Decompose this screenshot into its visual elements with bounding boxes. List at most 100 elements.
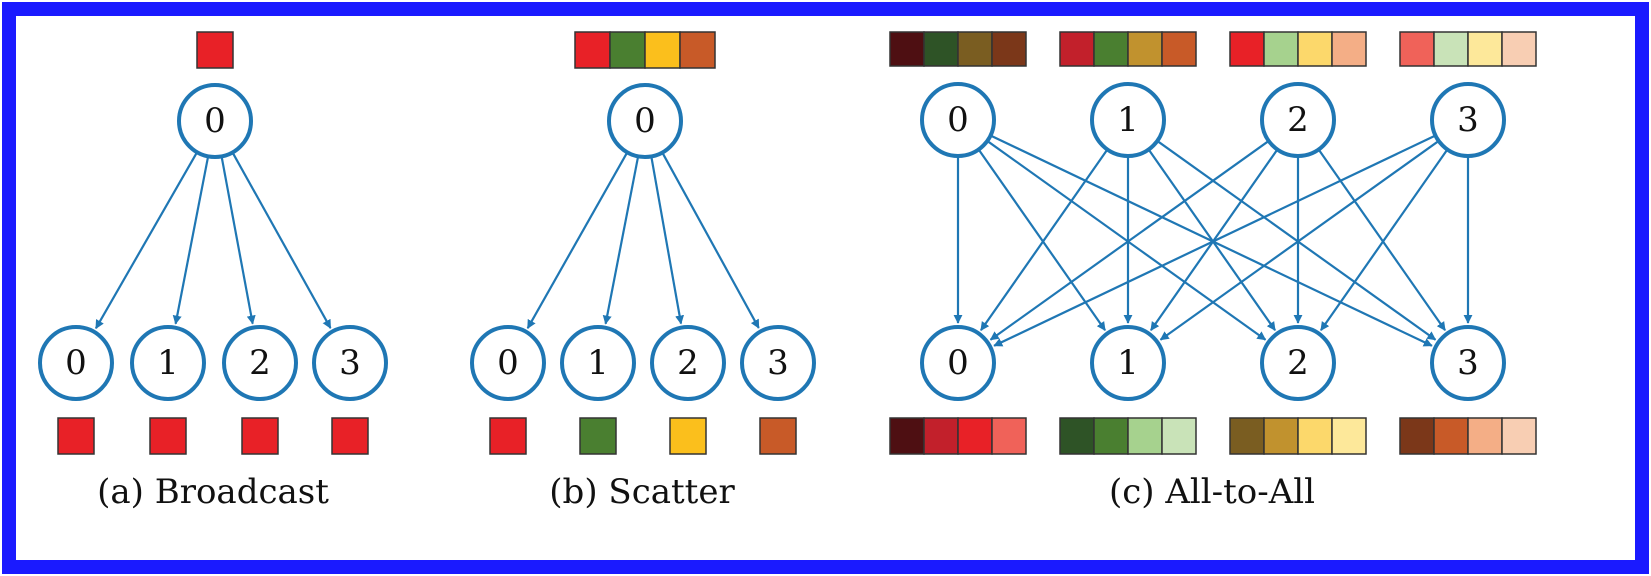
broadcast-source-node: 0 (177, 83, 253, 159)
alltoall-dest-node-1: 1 (1090, 325, 1166, 401)
scatter-caption: (b) Scatter (549, 472, 735, 512)
node-label: 2 (1287, 343, 1309, 383)
data-block (1399, 31, 1435, 67)
alltoall-dest-node-0: 0 (920, 325, 996, 401)
node-circle (222, 325, 298, 401)
broadcast-arrow-2 (220, 156, 256, 325)
node-label: 0 (947, 343, 969, 383)
data-block (1093, 31, 1129, 67)
broadcast-arrow-3 (231, 151, 332, 329)
data-block (579, 417, 617, 455)
data-block (1433, 31, 1469, 67)
alltoall-arrow-3-1 (1159, 140, 1440, 341)
data-block (1331, 417, 1367, 455)
node-circle (130, 325, 206, 401)
data-block (1059, 417, 1095, 455)
data-block (1467, 31, 1503, 67)
alltoall-source-node-3: 3 (1430, 82, 1506, 158)
node-circle (1090, 82, 1166, 158)
node-circle (1260, 82, 1336, 158)
node-circle (1430, 82, 1506, 158)
node-label: 1 (587, 343, 609, 383)
node-label: 3 (767, 343, 789, 383)
broadcast-source-buffer (196, 31, 234, 69)
broadcast-caption: (a) Broadcast (97, 472, 329, 512)
alltoall-panel: 0 1 2 3 0 1 2 3 (c) All-t (889, 31, 1537, 512)
data-block (957, 31, 993, 67)
node-label: 0 (947, 100, 969, 140)
broadcast-dest-node-2: 2 (222, 325, 298, 401)
data-block (1433, 417, 1469, 455)
data-block (1399, 417, 1435, 455)
node-label: 0 (634, 101, 656, 141)
data-block (1467, 417, 1503, 455)
scatter-arrow-1 (602, 156, 640, 325)
data-block (1127, 31, 1163, 67)
data-block (574, 31, 611, 69)
alltoall-dest-buffers (889, 417, 1537, 455)
node-label: 0 (497, 343, 519, 383)
data-block (759, 417, 797, 455)
alltoall-dest-node-2: 2 (1260, 325, 1336, 401)
data-block (241, 417, 279, 455)
alltoall-source-node-0: 0 (920, 82, 996, 158)
alltoall-arrow-2-0 (989, 140, 1270, 341)
node-label: 1 (1117, 100, 1139, 140)
alltoall-arrow-0-2 (986, 140, 1267, 341)
alltoall-arrow-1-2 (1147, 148, 1276, 331)
node-circle (1430, 325, 1506, 401)
alltoall-edges (953, 134, 1473, 347)
broadcast-arrow-0 (94, 151, 199, 330)
alltoall-arrow-1-3 (1156, 140, 1437, 341)
node-circle (650, 325, 726, 401)
data-block (669, 417, 707, 455)
data-block (1501, 417, 1537, 455)
alltoall-source-buffers (889, 31, 1537, 67)
node-circle (920, 82, 996, 158)
data-block (923, 31, 959, 67)
scatter-dest-node-3: 3 (740, 325, 816, 401)
broadcast-edges (94, 151, 332, 330)
node-circle (1090, 325, 1166, 401)
node-circle (470, 325, 546, 401)
scatter-arrow-3 (661, 152, 760, 329)
data-block (1263, 417, 1299, 455)
data-block (889, 417, 925, 455)
scatter-dest-node-1: 1 (560, 325, 636, 401)
data-block (1331, 31, 1367, 67)
alltoall-caption: (c) All-to-All (1109, 472, 1315, 512)
node-label: 2 (1287, 100, 1309, 140)
data-block (489, 417, 527, 455)
scatter-panel: 0 0 1 2 3 (b) Scatter (470, 31, 816, 512)
node-label: 3 (1457, 343, 1479, 383)
data-block (644, 31, 681, 69)
scatter-source-buffer (574, 31, 716, 69)
node-circle (740, 325, 816, 401)
node-label: 0 (65, 343, 87, 383)
alltoall-source-node-1: 1 (1090, 82, 1166, 158)
data-block (923, 417, 959, 455)
node-circle (38, 325, 114, 401)
data-block (1127, 417, 1163, 455)
alltoall-arrow-0-1 (977, 148, 1106, 331)
data-block (1229, 417, 1265, 455)
alltoall-source-node-2: 2 (1260, 82, 1336, 158)
node-label: 1 (1117, 343, 1139, 383)
scatter-source-node: 0 (607, 83, 683, 159)
data-block (1093, 417, 1129, 455)
data-block (1501, 31, 1537, 67)
alltoall-arrow-3-0 (993, 134, 1436, 347)
scatter-dest-buffers (489, 417, 797, 455)
node-label: 3 (1457, 100, 1479, 140)
alltoall-arrow-3-2 (1320, 148, 1449, 331)
node-label: 2 (249, 343, 271, 383)
data-block (679, 31, 716, 69)
scatter-dest-node-0: 0 (470, 325, 546, 401)
data-block (57, 417, 95, 455)
data-block (609, 31, 646, 69)
data-block (1229, 31, 1265, 67)
broadcast-arrow-1 (172, 156, 210, 325)
scatter-edges (526, 151, 760, 329)
data-block (991, 31, 1027, 67)
